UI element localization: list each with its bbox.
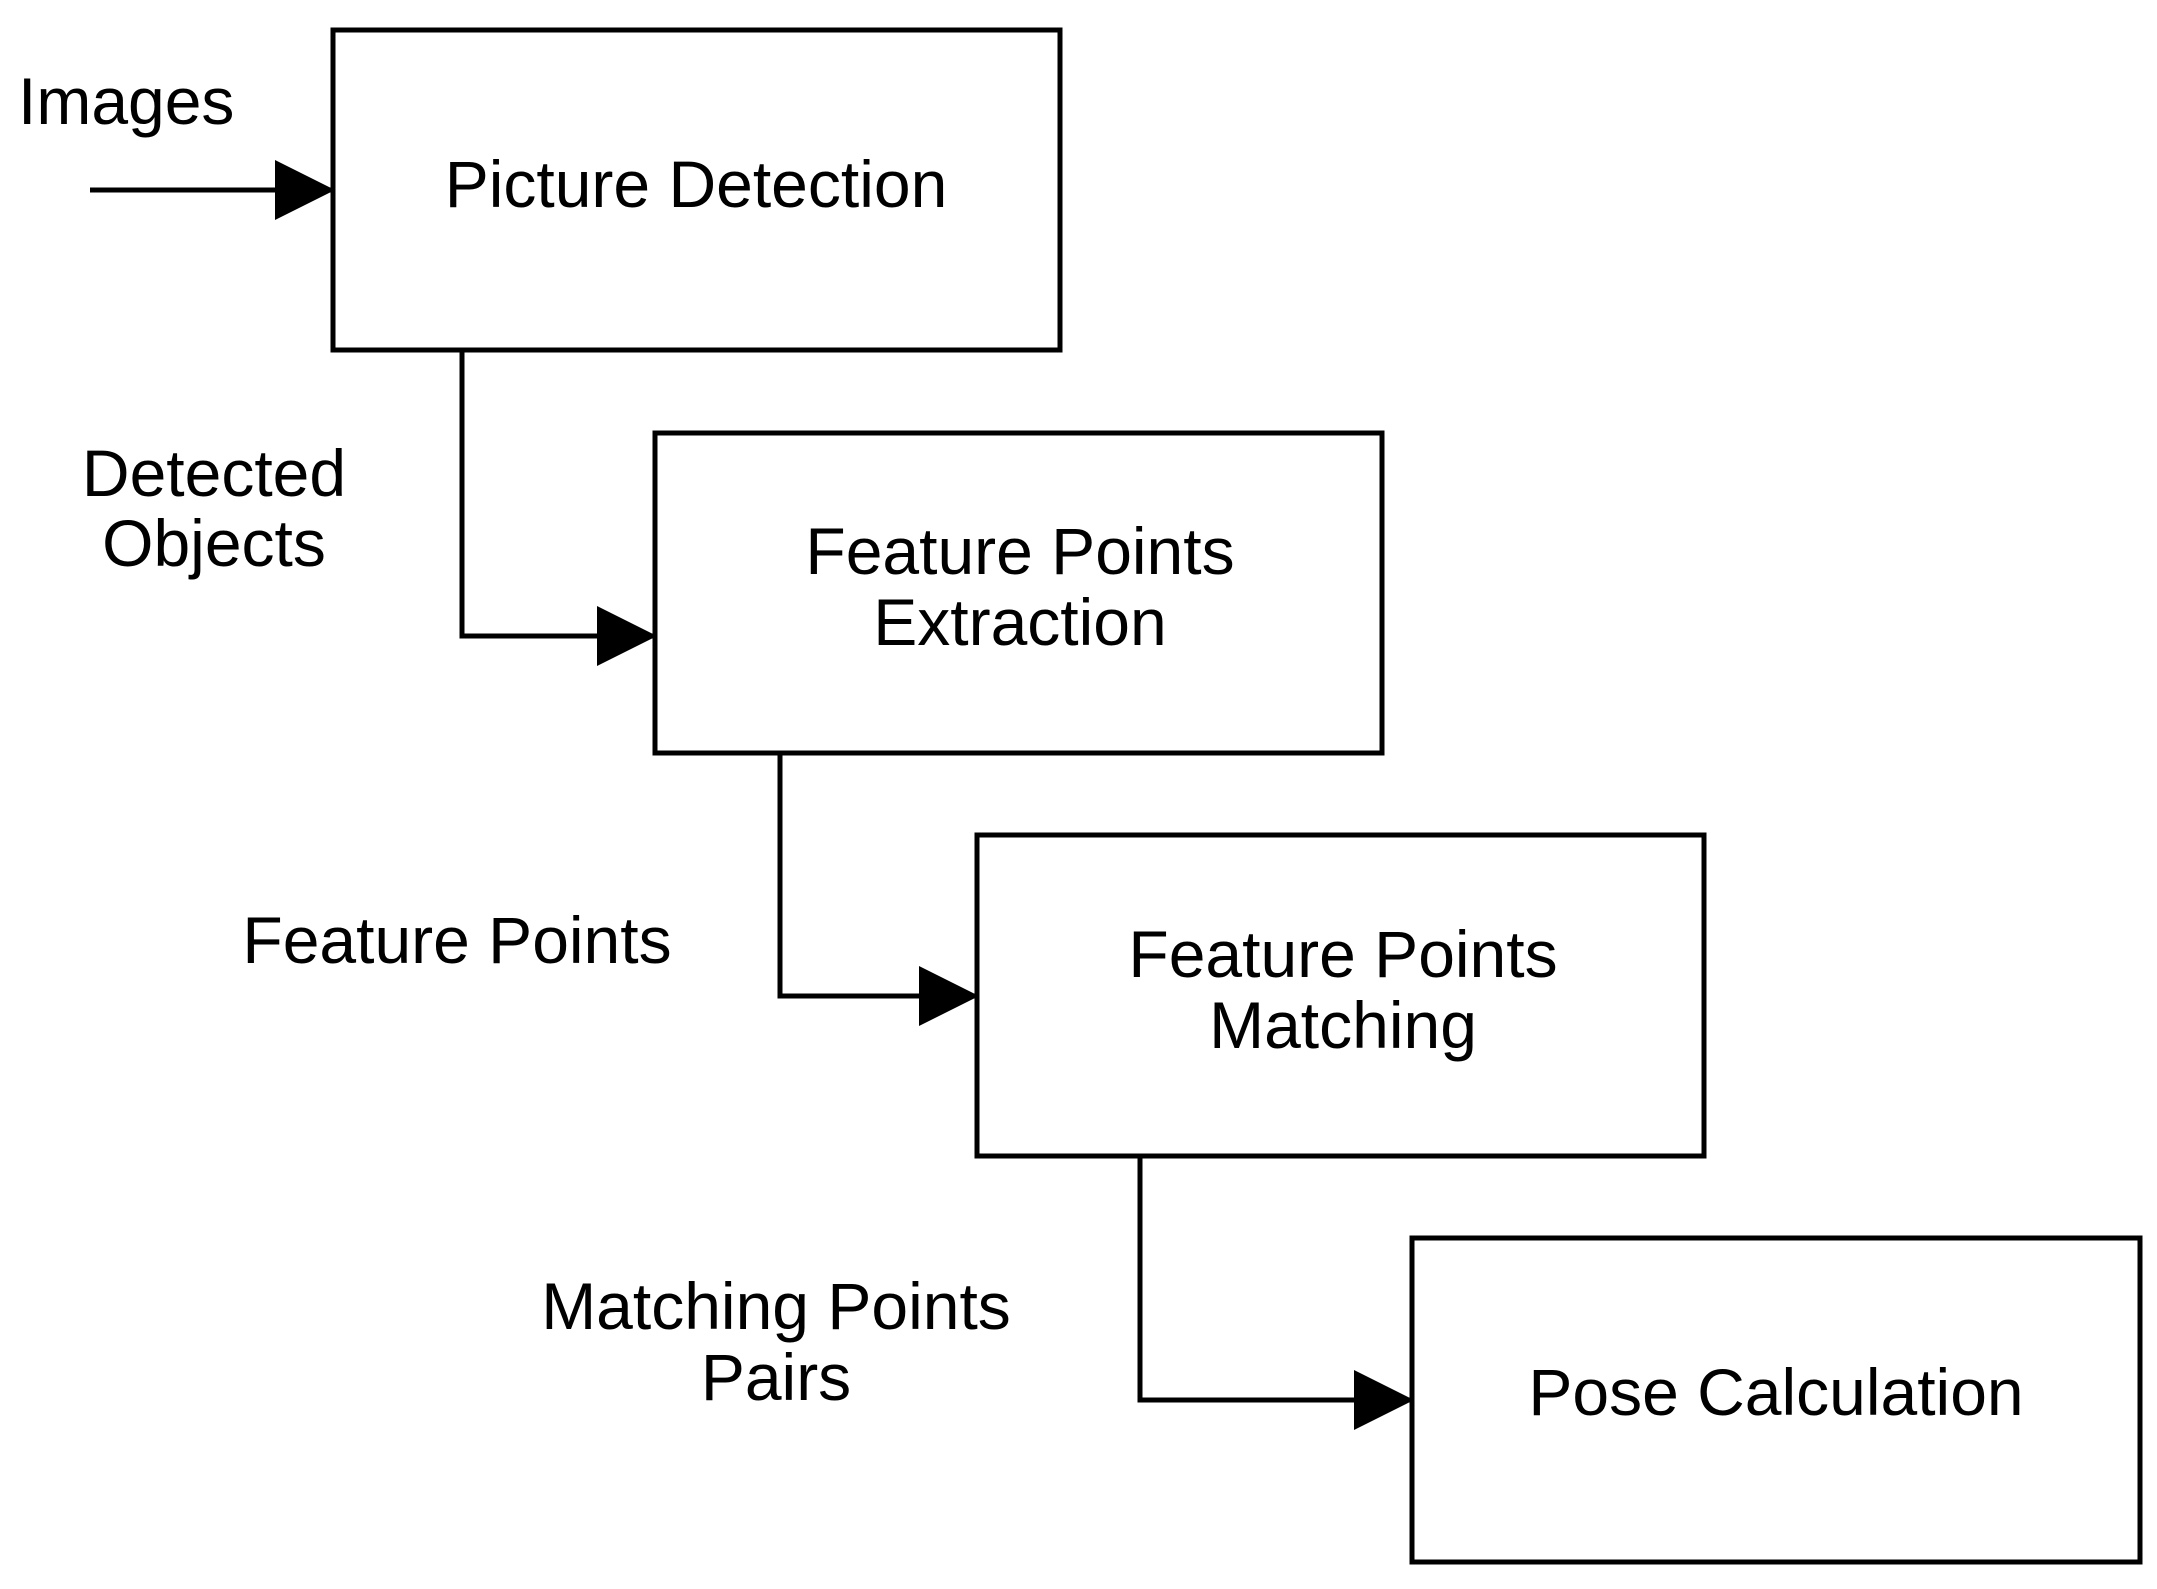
svg-text:Extraction: Extraction	[873, 585, 1166, 659]
svg-text:Feature Points: Feature Points	[805, 514, 1234, 588]
process-box-feature-extraction: Feature Points Extraction	[652, 430, 1385, 756]
edge-label-matching-pairs: Matching Points Pairs	[541, 1269, 1011, 1414]
process-box-pose-calculation: Pose Calculation	[1409, 1235, 2143, 1565]
svg-text:Detected: Detected	[82, 436, 346, 510]
input-label: Images	[18, 64, 234, 138]
svg-text:Matching Points: Matching Points	[541, 1269, 1011, 1343]
connector-arrow-2	[777, 753, 979, 1026]
process-box-feature-matching: Feature Points Matching	[974, 832, 1707, 1159]
svg-text:Matching: Matching	[1209, 988, 1477, 1062]
edge-label-feature-points: Feature Points	[242, 903, 671, 977]
box-label: Picture Detection	[445, 147, 948, 221]
svg-text:Pairs: Pairs	[701, 1340, 851, 1414]
connector-arrow-3	[1137, 1156, 1414, 1430]
connector-arrow-1	[459, 350, 657, 666]
svg-text:Objects: Objects	[102, 506, 326, 580]
edge-label-detected-objects: Detected Objects	[82, 436, 346, 580]
svg-text:Pose Calculation: Pose Calculation	[1528, 1355, 2023, 1429]
process-box-picture-detection: Picture Detection	[330, 27, 1063, 353]
svg-text:Feature Points: Feature Points	[1128, 917, 1557, 991]
